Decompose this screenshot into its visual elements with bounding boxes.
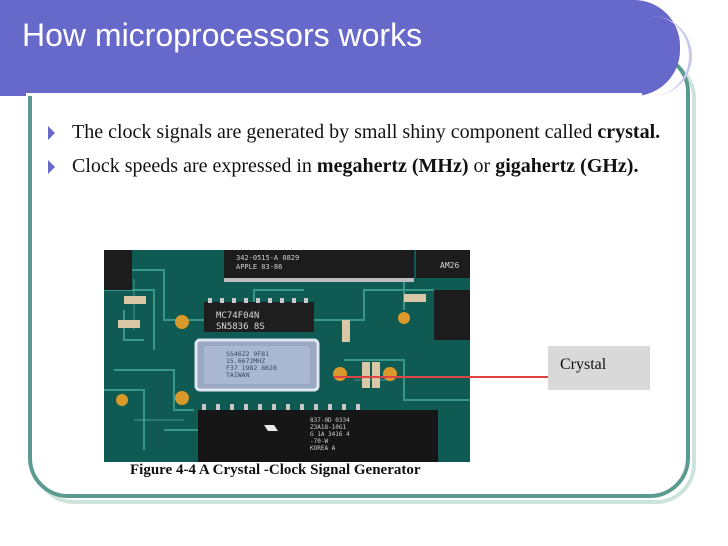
bullet-text: or xyxy=(468,155,496,177)
title-bar-accent xyxy=(649,16,692,96)
bottom-text-line: -70-W xyxy=(310,438,328,445)
crystal-text-line: F37 1982 8628 xyxy=(226,364,277,372)
title-bar: How microprocessors works xyxy=(0,0,692,96)
top-text-line: 342-0515-A 0829 xyxy=(236,254,299,262)
bullet-item: Clock speeds are expressed in megahertz … xyxy=(46,152,676,180)
crystal-text-line: TAIWAN xyxy=(226,371,250,379)
callout-label: Crystal xyxy=(560,356,607,373)
bottom-text-line: G 1A 3416 4 xyxy=(310,431,350,438)
bottom-text-line: Z3A18-10G1 xyxy=(310,424,347,431)
callout-arrow xyxy=(334,376,548,378)
crystal-text-line: SS46Z2 9F81 xyxy=(226,350,269,358)
bullet-list: The clock signals are generated by small… xyxy=(46,118,676,186)
bullet-bold-text: megahertz (MHz) xyxy=(316,155,469,177)
bullet-text: The clock signals are generated by small… xyxy=(72,121,598,143)
callout-box: Crystal xyxy=(548,346,650,390)
slide-title: How microprocessors works xyxy=(22,17,423,53)
bullet-arrow-icon xyxy=(48,160,55,174)
bottom-text-line: KOREA A xyxy=(310,445,336,452)
right-chip-label: AM26 xyxy=(440,261,459,270)
figure-caption: Figure 4-4 A Crystal -Clock Signal Gener… xyxy=(130,462,421,478)
bullet-text: Clock speeds are expressed in xyxy=(72,155,317,177)
bottom-text-line: 837-0D 0334 xyxy=(310,417,350,424)
crystal-text-line: 15.6672MHZ xyxy=(226,357,265,365)
top-text-line: APPLE 83-86 xyxy=(236,263,282,271)
bullet-bold-text: gigahertz (GHz). xyxy=(495,155,639,177)
bullet-arrow-icon xyxy=(48,126,55,140)
title-rule xyxy=(26,93,642,96)
bullet-item: The clock signals are generated by small… xyxy=(46,118,676,146)
bullet-bold-text: crystal. xyxy=(597,121,661,143)
